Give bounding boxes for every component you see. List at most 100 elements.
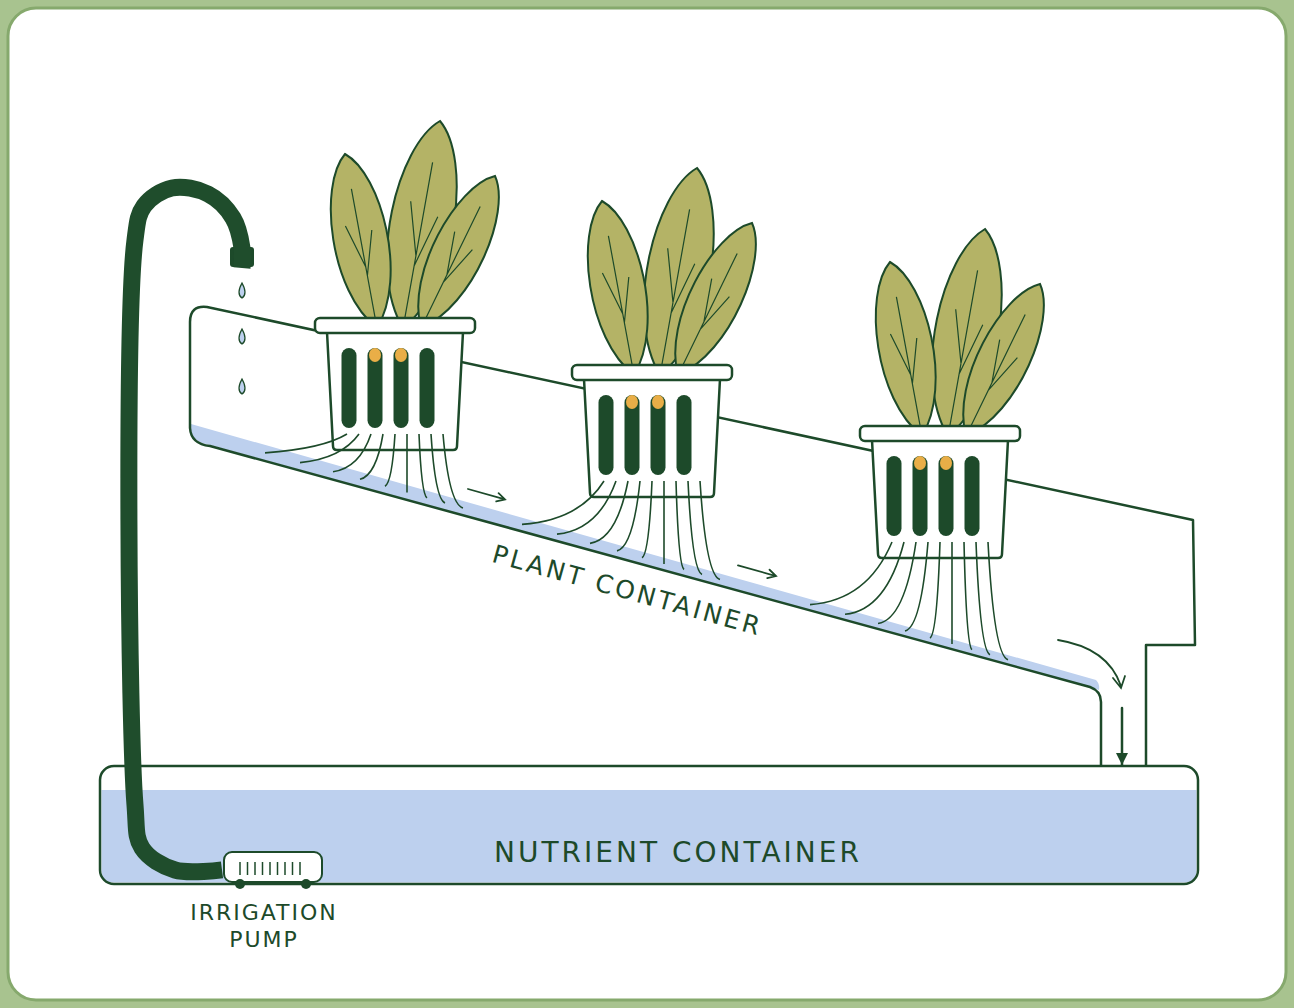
leaf — [876, 262, 936, 436]
root — [951, 542, 953, 644]
pot-rim — [572, 365, 732, 380]
root — [930, 542, 940, 638]
water-drop — [239, 329, 245, 344]
leaf-vein — [682, 253, 738, 367]
pot-slot — [625, 395, 640, 475]
leaf — [963, 284, 1044, 436]
root — [905, 542, 928, 631]
pump-body — [224, 852, 322, 882]
root — [642, 481, 652, 558]
pump-foot — [235, 879, 245, 889]
pump-slit — [239, 862, 241, 875]
leaf-vein — [890, 297, 920, 428]
pot-body — [584, 379, 720, 497]
pot-slot — [965, 456, 980, 536]
root — [406, 434, 408, 492]
pump-slit — [269, 862, 271, 875]
pump-slit — [254, 862, 256, 875]
root — [617, 481, 640, 551]
root — [431, 434, 445, 503]
pot-slot — [342, 348, 357, 428]
pump-slit — [262, 862, 264, 875]
pump-slit — [284, 862, 286, 875]
root — [700, 481, 720, 580]
pump-slit — [277, 862, 279, 875]
flow-arrow — [468, 489, 505, 501]
nutrient-container-art — [100, 766, 1198, 884]
root — [557, 481, 616, 534]
pot-slot-cap — [395, 348, 407, 362]
root — [385, 434, 395, 486]
root — [360, 434, 383, 479]
root — [845, 542, 904, 614]
pot-body — [872, 440, 1008, 558]
pump-slit — [292, 862, 294, 875]
root — [878, 542, 916, 624]
leaf-vein — [602, 236, 632, 366]
text-holder: PLANT CONTAINER — [408, 575, 848, 606]
pot-body — [327, 332, 463, 450]
root — [522, 481, 604, 524]
water-drop — [239, 283, 245, 298]
text-holder: NUTRIENT CONTAINER — [358, 835, 998, 870]
leaf — [418, 176, 499, 328]
node-label: IRRIGATION PUMP — [159, 899, 369, 954]
leaf-vein — [345, 189, 375, 319]
root — [663, 481, 665, 564]
tub-outline — [100, 766, 1198, 884]
hose-nozzle — [230, 247, 254, 267]
nutrient-container: IRRIGATION PUMP NUTRIENT CONTAINER — [100, 765, 1200, 887]
pot-slot — [394, 348, 409, 428]
root — [688, 481, 702, 575]
root — [265, 434, 347, 453]
pot-slot-cap — [626, 395, 638, 409]
pump-slit — [247, 862, 249, 875]
flow-arrow — [738, 565, 776, 578]
root — [964, 542, 972, 650]
root — [300, 434, 359, 463]
leaf — [675, 223, 756, 375]
pot-slot — [420, 348, 435, 428]
irrigation-pump-outline — [222, 848, 326, 890]
pump-slit — [299, 862, 301, 875]
trough-outline — [190, 307, 1195, 768]
pot-slot — [887, 456, 902, 536]
pot-rim — [860, 426, 1020, 441]
root — [976, 542, 990, 655]
pot-slot-cap — [652, 395, 664, 409]
root — [676, 481, 684, 570]
text-holder: IRRIGATION PUMP — [159, 899, 369, 954]
water-drop — [239, 379, 245, 394]
leaf-vein — [425, 206, 481, 320]
pot-slot — [599, 395, 614, 475]
root — [419, 434, 427, 498]
root — [333, 434, 371, 472]
leaf-vein — [970, 314, 1025, 428]
pot-slot — [913, 456, 928, 536]
plant-container: PLANT CONTAINER — [185, 268, 1200, 708]
pump-art — [224, 852, 322, 889]
pot-slot — [651, 395, 666, 475]
pot-slot — [677, 395, 692, 475]
node-label: NUTRIENT CONTAINER — [494, 835, 862, 870]
pot-slot — [368, 348, 383, 428]
plant-container-art — [190, 121, 1195, 768]
pot-slot-cap — [914, 456, 926, 470]
overflow-arrow — [1058, 640, 1125, 688]
pot-slot-cap — [940, 456, 952, 470]
pot-slot — [939, 456, 954, 536]
root — [988, 542, 1008, 660]
pot-slot-cap — [369, 348, 381, 362]
trough-fill — [190, 307, 1195, 768]
irrigation-pump: IRRIGATION PUMP — [222, 848, 326, 890]
tub-fill — [100, 766, 1198, 884]
root — [443, 434, 463, 508]
tub-water — [102, 790, 1197, 883]
plant-container-outline — [185, 268, 1200, 708]
leaf — [588, 201, 648, 375]
leaf — [331, 154, 391, 328]
frame-panel — [8, 8, 1286, 1000]
pot-rim — [315, 318, 475, 333]
root — [590, 481, 628, 543]
